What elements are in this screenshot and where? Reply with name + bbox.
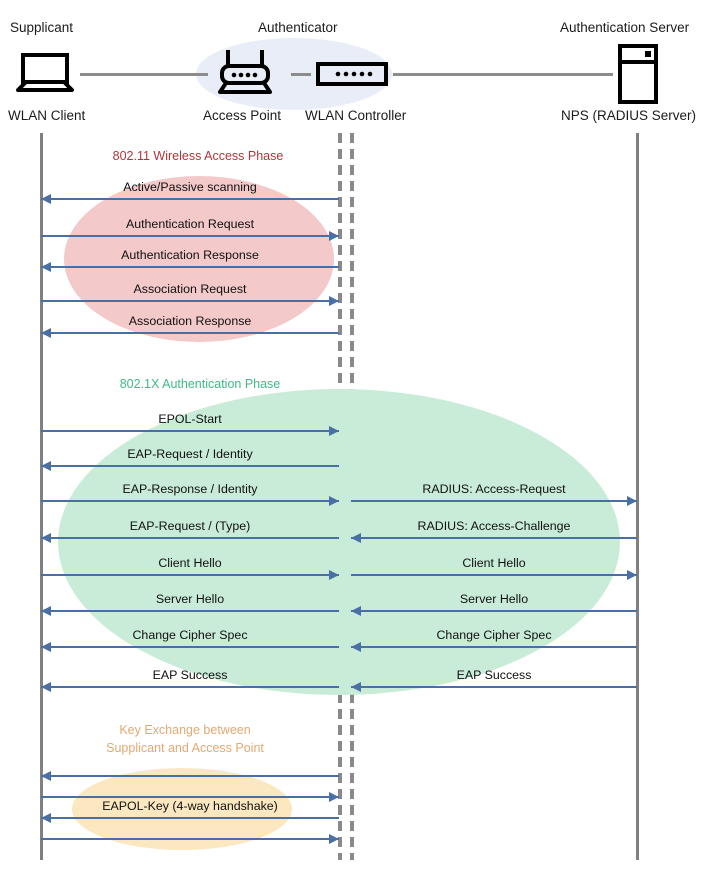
actor-role-auth-server: Authentication Server	[560, 20, 690, 35]
msg-phase2-left-7-head	[41, 682, 51, 692]
msg-phase3-2-line	[41, 817, 339, 819]
actor-name-wlan-client: WLAN Client	[8, 108, 86, 123]
msg-phase1-4-head	[41, 328, 51, 338]
msg-phase2-left-3-line	[41, 537, 339, 539]
msg-phase1-4-label: Association Response	[128, 314, 252, 328]
actor-name-nps-radius-server: NPS (RADIUS Server)	[561, 108, 697, 123]
msg-phase3-0-head	[41, 771, 51, 781]
msg-phase1-3-label: Association Request	[133, 282, 247, 296]
msg-phase3-3-head	[329, 834, 339, 844]
actor-role-supplicant: Supplicant	[10, 20, 74, 35]
msg-phase2-left-0-line	[41, 430, 339, 432]
wlan-controller-icon	[316, 62, 388, 91]
msg-phase1-2-line	[41, 266, 339, 268]
laptop-icon	[14, 52, 76, 99]
msg-phase2-left-3-head	[41, 533, 51, 543]
msg-phase2-right-5-line	[351, 686, 637, 688]
phase-ellipse-80211	[64, 176, 334, 342]
msg-phase3-1-line	[41, 796, 339, 798]
link-controller-to-server	[393, 73, 613, 76]
msg-phase2-right-5-label: EAP Success	[456, 668, 532, 682]
actor-name-access-point: Access Point	[203, 108, 282, 123]
msg-phase2-right-4-head	[351, 642, 361, 652]
msg-phase2-right-1-label: RADIUS: Access-Challenge	[417, 519, 571, 533]
link-client-to-ap	[80, 73, 208, 76]
msg-phase2-left-4-head	[329, 570, 339, 580]
msg-phase2-left-6-line	[41, 646, 339, 648]
msg-phase2-right-5-head	[351, 682, 361, 692]
msg-phase1-0-line	[41, 198, 339, 200]
msg-phase2-left-0-label: EPOL-Start	[158, 412, 222, 426]
msg-phase1-1-label: Authentication Request	[125, 217, 255, 231]
msg-phase2-right-0-head	[627, 496, 637, 506]
link-ap-to-controller	[291, 73, 311, 76]
msg-phase1-0-head	[41, 194, 51, 204]
msg-phase2-left-5-line	[41, 610, 339, 612]
msg-phase2-left-6-head	[41, 642, 51, 652]
phase-title-8021x: 802.1X Authentication Phase	[119, 377, 281, 391]
msg-phase3-3-line	[41, 838, 339, 840]
msg-phase2-left-7-line	[41, 686, 339, 688]
msg-phase1-2-head	[41, 262, 51, 272]
msg-phase2-right-4-line	[351, 646, 637, 648]
msg-phase2-left-6-label: Change Cipher Spec	[132, 628, 248, 642]
msg-phase2-left-1-line	[41, 465, 339, 467]
msg-phase1-3-head	[329, 296, 339, 306]
msg-phase1-2-label: Authentication Response	[121, 248, 259, 262]
msg-phase2-left-2-head	[329, 496, 339, 506]
msg-phase2-left-3-label: EAP-Request / (Type)	[129, 519, 251, 533]
msg-phase2-left-1-label: EAP-Request / Identity	[127, 447, 253, 461]
msg-phase2-right-3-label: Server Hello	[459, 592, 529, 606]
lifeline-supplicant	[40, 133, 43, 860]
msg-phase2-right-2-label: Client Hello	[462, 556, 526, 570]
msg-phase2-right-1-line	[351, 537, 637, 539]
msg-phase2-left-4-line	[41, 574, 339, 576]
msg-phase2-left-2-line	[41, 500, 339, 502]
msg-phase2-left-2-label: EAP-Response / Identity	[122, 482, 258, 496]
msg-phase2-left-7-label: EAP Success	[152, 668, 228, 682]
msg-phase1-1-head	[329, 231, 339, 241]
msg-phase3-1-head	[329, 792, 339, 802]
msg-phase2-left-1-head	[41, 461, 51, 471]
server-icon	[617, 44, 659, 109]
msg-phase2-right-4-label: Change Cipher Spec	[436, 628, 552, 642]
msg-phase3-0-line	[41, 775, 339, 777]
phase-ellipse-keyexchange	[72, 768, 292, 850]
msg-phase1-4-line	[41, 332, 339, 334]
actor-role-authenticator: Authenticator	[258, 20, 338, 35]
msg-phase3-2-head	[41, 813, 51, 823]
msg-phase2-right-0-line	[351, 500, 637, 502]
msg-phase2-left-4-label: Client Hello	[158, 556, 222, 570]
phase-ellipse-8021x	[58, 389, 620, 695]
msg-phase1-1-line	[41, 235, 339, 237]
actor-name-wlan-controller: WLAN Controller	[305, 108, 407, 123]
access-point-icon	[216, 48, 274, 99]
msg-phase2-right-2-head	[627, 570, 637, 580]
msg-phase2-right-1-head	[351, 533, 361, 543]
msg-phase2-right-3-head	[351, 606, 361, 616]
msg-phase2-left-0-head	[329, 426, 339, 436]
msg-phase2-left-5-head	[41, 606, 51, 616]
msg-phase1-0-label: Active/Passive scanning	[123, 180, 257, 194]
phase-title-keyexchange: Key Exchange between Supplicant and Acce…	[106, 723, 264, 756]
phase-title-80211: 802.11 Wireless Access Phase	[112, 149, 284, 163]
msg-phase2-right-0-label: RADIUS: Access-Request	[422, 482, 566, 496]
msg-phase2-left-5-label: Server Hello	[155, 592, 225, 606]
msg-phase1-3-line	[41, 300, 339, 302]
msg-phase2-right-3-line	[351, 610, 637, 612]
msg-phase3-2-label: EAPOL-Key (4-way handshake)	[102, 799, 278, 813]
lifeline-auth-server	[636, 133, 639, 860]
msg-phase2-right-2-line	[351, 574, 637, 576]
